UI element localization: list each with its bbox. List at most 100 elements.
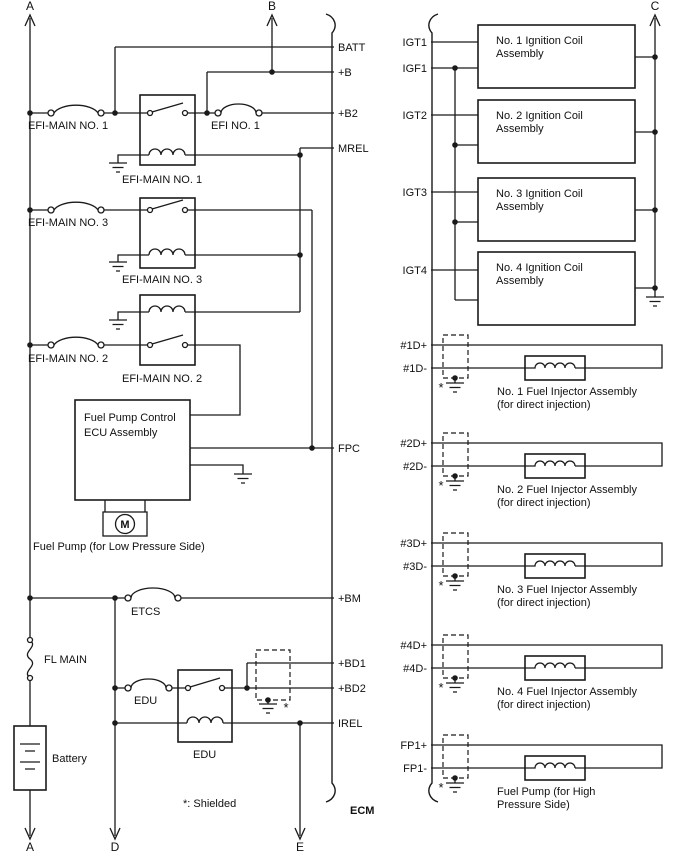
injector-1-label-line2: (for direct injection) xyxy=(497,399,591,411)
connector-arrow-e-bottom xyxy=(294,827,306,841)
fuel-pump-hp-label-line1: Fuel Pump (for High xyxy=(497,786,595,798)
injector-box-1 xyxy=(524,355,586,381)
connector-label-e-bottom: E xyxy=(296,840,304,852)
fuse-label-etcs: ETCS xyxy=(131,606,160,618)
ecm-pin-plus-b: +B xyxy=(338,67,352,79)
ecm-pin-fp1-plus: FP1+ xyxy=(400,740,427,752)
connector-arrow-d-bottom xyxy=(109,827,121,841)
ecm-pin-fp1-minus: FP1- xyxy=(403,763,427,775)
shield-box-edu xyxy=(255,649,291,701)
ignition-coil-4-line2: Assembly xyxy=(496,275,544,287)
relay-efi-main-no3 xyxy=(139,197,196,269)
wires-left xyxy=(29,18,334,836)
fl-main-label: FL MAIN xyxy=(44,654,87,666)
relay-efi-main-no2 xyxy=(139,294,196,366)
ecm-pin-2d-plus: #2D+ xyxy=(400,438,427,450)
injector-2-label-line1: No. 2 Fuel Injector Assembly xyxy=(497,484,638,496)
asterisk-fuel-pump-hp: * xyxy=(438,780,443,795)
connector-arrow-c-top xyxy=(649,13,661,27)
ecm-pin-1d-plus: #1D+ xyxy=(400,340,427,352)
injector-box-4 xyxy=(524,655,586,681)
injector-box-2 xyxy=(524,453,586,479)
ecm-pin-plus-bm: +BM xyxy=(338,593,361,605)
shield-box-injector-3 xyxy=(442,532,469,577)
injector-box-3 xyxy=(524,553,586,579)
fuse-etcs xyxy=(124,587,182,602)
connector-arrow-a-top xyxy=(24,13,36,27)
fuel-pump-hp-box xyxy=(524,755,586,781)
asterisk-injector-3: * xyxy=(438,578,443,593)
fuse-efi-main-no1 xyxy=(47,104,105,117)
relay-efi-main-no1 xyxy=(139,94,196,166)
ecm-pin-1d-minus: #1D- xyxy=(403,363,427,375)
ecm-pin-3d-plus: #3D+ xyxy=(400,538,427,550)
asterisk-edu: * xyxy=(283,700,288,715)
ecm-pin-plus-bd2: +BD2 xyxy=(338,683,366,695)
connector-arrow-b-top xyxy=(266,13,278,27)
ignition-coil-2-line2: Assembly xyxy=(496,123,544,135)
connector-label-c-top: C xyxy=(651,0,660,13)
battery-label: Battery xyxy=(52,753,87,765)
ecm-pin-igf1: IGF1 xyxy=(403,63,427,75)
fuel-pump-ecu-label-line2: ECU Assembly xyxy=(84,427,158,439)
ecm-pin-irel: IREL xyxy=(338,718,362,730)
ecm-pin-igt2: IGT2 xyxy=(403,110,427,122)
shield-box-injector-4 xyxy=(442,634,469,679)
fuse-label-efi-main-no2: EFI-MAIN NO. 2 xyxy=(28,353,108,365)
relay-label-efi-main-no2: EFI-MAIN NO. 2 xyxy=(122,373,202,385)
ecm-pin-3d-minus: #3D- xyxy=(403,561,427,573)
fuel-pump-motor-symbol xyxy=(102,511,148,537)
shield-box-injector-2 xyxy=(442,432,469,477)
ecm-pin-batt: BATT xyxy=(338,42,366,54)
injector-4-label-line2: (for direct injection) xyxy=(497,699,591,711)
connector-label-a-top: A xyxy=(26,0,34,13)
shielded-note: *: Shielded xyxy=(183,798,236,810)
fuse-efi-no1 xyxy=(214,103,263,117)
ecm-pin-4d-minus: #4D- xyxy=(403,663,427,675)
ecm-pin-igt3: IGT3 xyxy=(403,187,427,199)
fuel-pump-ecu-label-line1: Fuel Pump Control xyxy=(84,412,176,424)
ignition-coil-3-line2: Assembly xyxy=(496,201,544,213)
relay-label-efi-main-no1: EFI-MAIN NO. 1 xyxy=(122,174,202,186)
injector-1-label-line1: No. 1 Fuel Injector Assembly xyxy=(497,386,638,398)
fuse-label-efi-main-no3: EFI-MAIN NO. 3 xyxy=(28,217,108,229)
relay-label-edu: EDU xyxy=(193,749,216,761)
ignition-coil-3-line1: No. 3 Ignition Coil xyxy=(496,188,583,200)
ecm-pin-plus-bd1: +BD1 xyxy=(338,658,366,670)
junction-dots xyxy=(27,54,658,781)
motor-letter: M xyxy=(120,519,129,531)
ignition-coil-box-4 xyxy=(477,251,636,326)
ecm-pin-fpc: FPC xyxy=(338,443,360,455)
ignition-coil-box-1 xyxy=(477,24,636,89)
connector-arrow-a-bottom xyxy=(24,827,36,841)
fuel-pump-hp-label-line2: Pressure Side) xyxy=(497,799,570,811)
shield-box-injector-1 xyxy=(442,334,469,379)
ecm-pin-igt4: IGT4 xyxy=(403,265,427,277)
ecm-pin-mrel: MREL xyxy=(338,143,369,155)
fuse-efi-main-no3 xyxy=(47,201,105,214)
fuel-pump-low-label: Fuel Pump (for Low Pressure Side) xyxy=(33,541,205,553)
injector-4-label-line1: No. 4 Fuel Injector Assembly xyxy=(497,686,638,698)
ignition-coil-2-line1: No. 2 Ignition Coil xyxy=(496,110,583,122)
ignition-coil-box-3 xyxy=(477,177,636,242)
injector-2-label-line2: (for direct injection) xyxy=(497,497,591,509)
ecm-pin-plus-b2: +B2 xyxy=(338,108,358,120)
battery-symbol xyxy=(13,725,47,791)
fuse-efi-main-no2 xyxy=(47,336,105,349)
fuse-label-efi-main-no1: EFI-MAIN NO. 1 xyxy=(28,120,108,132)
ecm-outline xyxy=(325,13,439,803)
connector-label-a-bottom: A xyxy=(26,840,34,852)
ecm-label: ECM xyxy=(350,805,374,817)
ecm-pin-2d-minus: #2D- xyxy=(403,461,427,473)
fuse-label-edu: EDU xyxy=(134,695,157,707)
connector-label-b-top: B xyxy=(268,0,276,13)
shield-box-fuel-pump-hp xyxy=(442,734,469,779)
fuse-label-efi-no1: EFI NO. 1 xyxy=(211,120,260,132)
ignition-coil-box-2 xyxy=(477,99,636,164)
asterisk-injector-2: * xyxy=(438,478,443,493)
ignition-coil-4-line1: No. 4 Ignition Coil xyxy=(496,262,583,274)
fuse-edu xyxy=(124,678,173,692)
connector-label-d-bottom: D xyxy=(111,840,120,852)
